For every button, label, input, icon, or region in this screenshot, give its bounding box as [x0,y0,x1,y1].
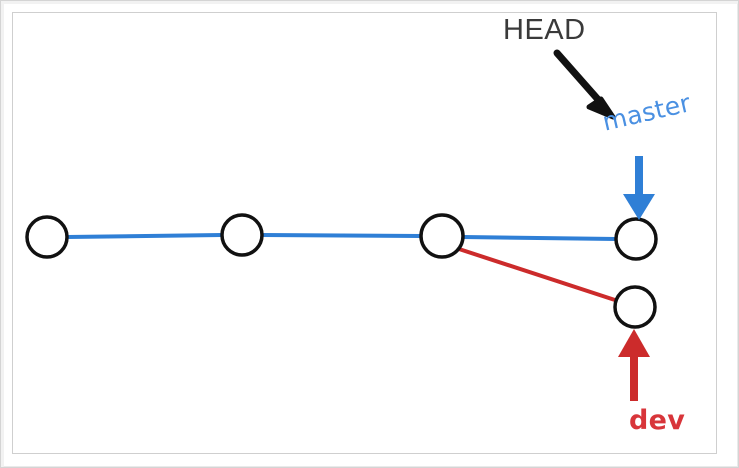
edge-c1-c2 [65,233,224,239]
head-pointer-arrow-icon [553,49,616,120]
edge-group [65,233,620,303]
commit-node-c2[interactable] [220,213,264,257]
commit-node-c1[interactable] [25,215,69,259]
dev-pointer-arrow-icon [618,329,650,401]
master-pointer-arrow-icon [623,156,655,220]
edge-c3-c5 [457,247,620,303]
diagram-canvas-panel [12,12,717,454]
commit-node-c4[interactable] [614,217,658,261]
edge-c2-c3 [260,233,423,238]
commit-node-c3[interactable] [419,213,465,259]
head-label: HEAD [503,14,586,46]
commit-node-group [25,213,658,329]
dev-branch-label: dev [629,405,686,436]
edge-c3-c4 [461,235,618,241]
commit-node-c5[interactable] [613,285,657,329]
